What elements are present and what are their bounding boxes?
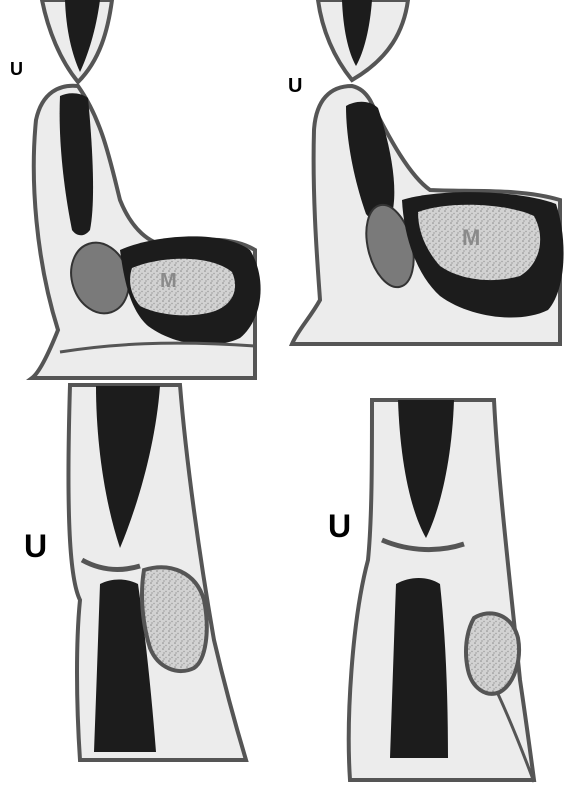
panel-bottom-left: U <box>24 385 246 760</box>
panel-bottom-right: U <box>328 400 534 782</box>
panel-label: U <box>24 528 47 564</box>
mass-label: M <box>462 225 480 250</box>
mass <box>466 613 519 693</box>
panel-label: U <box>10 59 23 79</box>
panel-top-left: M U <box>10 0 261 378</box>
panel-label: U <box>288 75 302 97</box>
mass <box>142 567 207 671</box>
lower-muscle <box>390 578 448 758</box>
panel-top-right: M U <box>288 0 564 344</box>
panel-label: U <box>328 508 351 544</box>
mass <box>130 259 235 316</box>
mass-label: M <box>160 270 177 292</box>
